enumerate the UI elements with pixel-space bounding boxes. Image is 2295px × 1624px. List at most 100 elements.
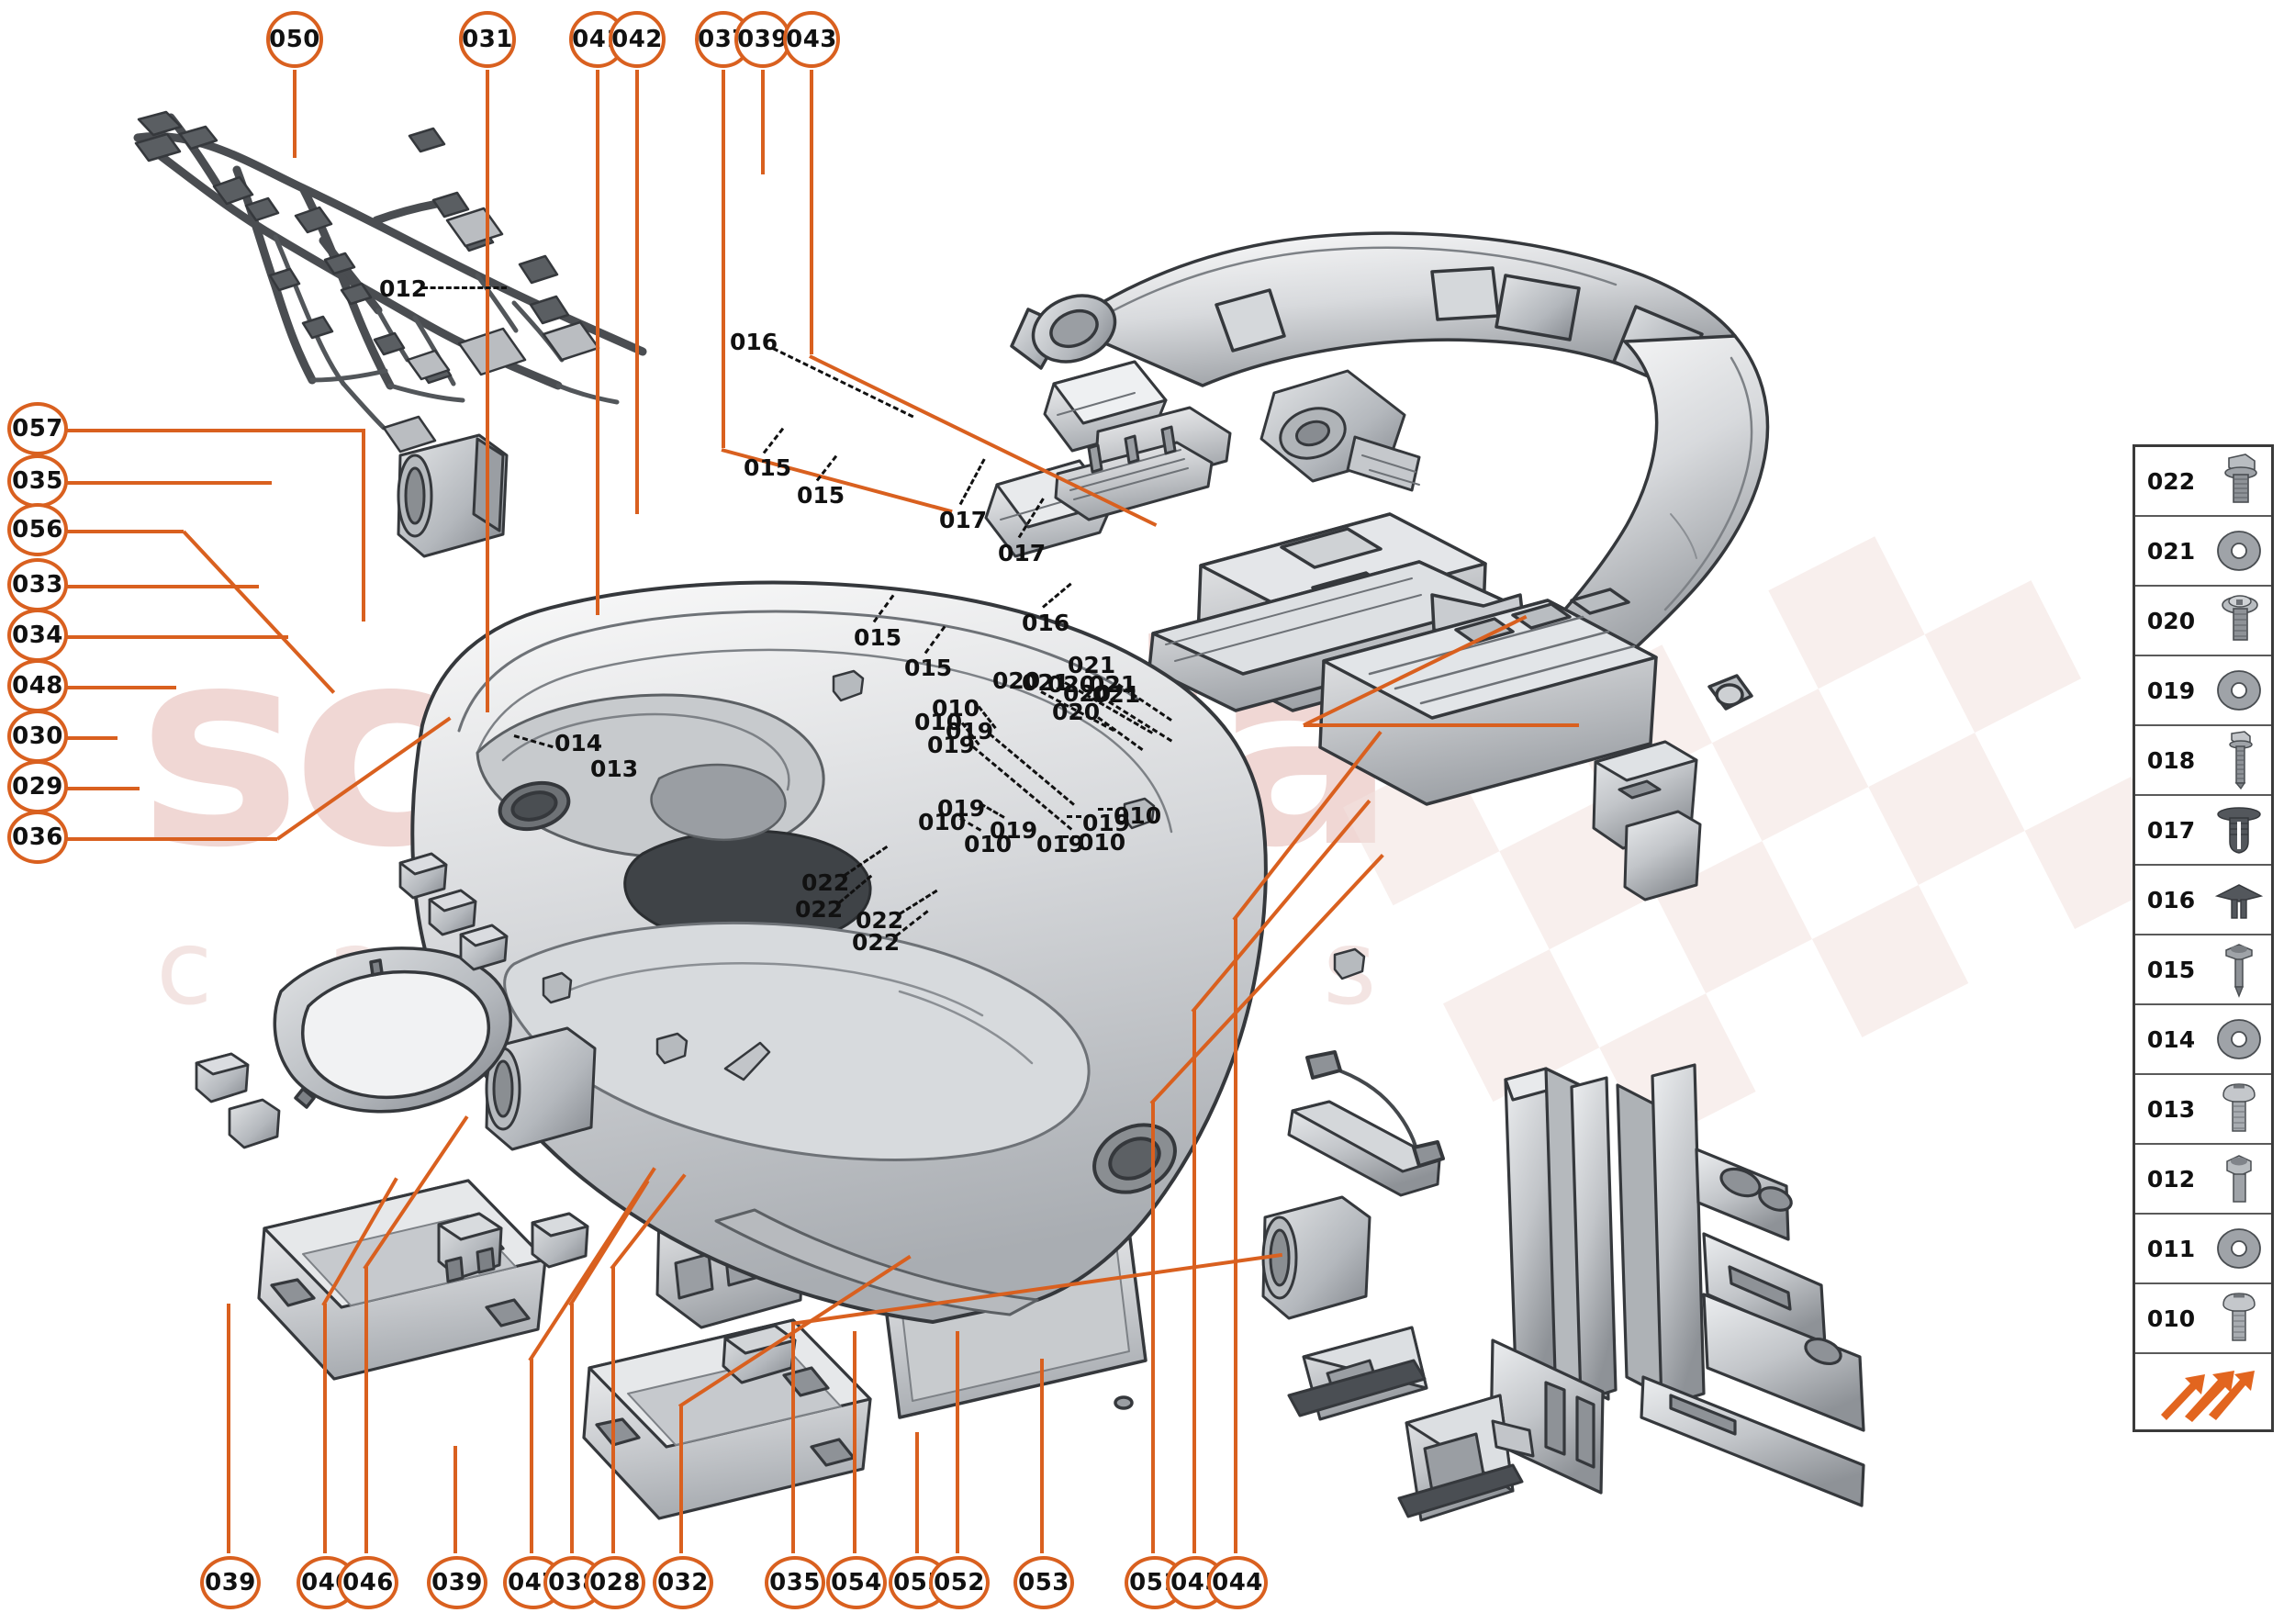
partnum-010-c: 010	[918, 809, 967, 835]
partnum-019-f: 019	[1036, 831, 1085, 857]
legend-row[interactable]: 010	[2135, 1284, 2271, 1354]
partnum-010-e: 010	[964, 831, 1013, 857]
legend-row-number: 019	[2146, 677, 2196, 704]
legend-row[interactable]: 020	[2135, 587, 2271, 656]
callout-052[interactable]: 052	[929, 1556, 990, 1609]
leader-057	[64, 429, 364, 432]
callout-048[interactable]: 048	[7, 659, 68, 712]
dash-010f	[1063, 835, 1078, 838]
partnum-010-b: 010	[914, 709, 963, 735]
legend-row[interactable]: 014	[2135, 1005, 2271, 1075]
callout-046[interactable]: 046	[338, 1556, 398, 1609]
legend-row-number: 020	[2146, 607, 2196, 634]
callout-050[interactable]: 050	[266, 11, 323, 68]
leader-056	[64, 530, 184, 533]
partnum-022-d: 022	[852, 929, 901, 956]
leader-028	[611, 1267, 615, 1553]
callout-053[interactable]: 053	[1013, 1556, 1074, 1609]
callout-036[interactable]: 036	[7, 811, 68, 864]
callout-057[interactable]: 057	[7, 402, 68, 455]
pan-head-screw-icon	[2207, 1284, 2271, 1352]
leader-032	[679, 1405, 683, 1553]
flange-head-screw-icon	[2207, 587, 2271, 655]
long-hex-bolt-icon	[2207, 726, 2271, 794]
callout-056[interactable]: 056	[7, 503, 68, 556]
leader-044	[1234, 918, 1237, 1553]
hex-flange-bolt-icon	[2207, 447, 2271, 515]
leader-047	[530, 1359, 533, 1553]
partnum-021-b: 021	[1022, 669, 1070, 696]
partnum-021-c: 021	[1089, 671, 1137, 698]
leader-041	[596, 70, 599, 615]
partnum-019-a: 019	[946, 718, 994, 745]
leader-036	[64, 837, 277, 841]
callout-044[interactable]: 044	[1207, 1556, 1268, 1609]
flat-washer-icon	[2207, 1215, 2271, 1282]
legend-row[interactable]: 012	[2135, 1145, 2271, 1215]
dash-012	[422, 286, 507, 289]
legend-row[interactable]: 016	[2135, 866, 2271, 935]
callout-029[interactable]: 029	[7, 760, 68, 813]
partnum-022-b: 022	[795, 896, 844, 923]
callout-031[interactable]: 031	[459, 11, 516, 68]
leader-031	[486, 70, 489, 712]
leader-048	[64, 686, 176, 689]
flat-washer-icon	[2207, 517, 2271, 585]
leader-039-bc	[453, 1446, 457, 1553]
partnum-017-b: 017	[998, 540, 1047, 566]
callout-035-bottom[interactable]: 035	[765, 1556, 825, 1609]
legend-row-number: 012	[2146, 1165, 2196, 1193]
partnum-010-f: 010	[1078, 829, 1126, 856]
leader-035-b	[791, 1322, 795, 1553]
legend-row-arrow[interactable]	[2135, 1354, 2271, 1429]
legend-row[interactable]: 013	[2135, 1075, 2271, 1145]
callout-054[interactable]: 054	[826, 1556, 887, 1609]
partnum-020-d: 020	[1052, 699, 1101, 725]
legend-row[interactable]: 017	[2135, 796, 2271, 866]
legend-row[interactable]: 011	[2135, 1215, 2271, 1284]
callout-030[interactable]: 030	[7, 710, 68, 763]
partnum-021-a: 021	[1068, 652, 1116, 678]
legend-row-number: 017	[2146, 816, 2196, 844]
leader-045	[1192, 1010, 1196, 1553]
callout-035-left[interactable]: 035	[7, 454, 68, 508]
leader-033	[64, 585, 259, 588]
callout-034[interactable]: 034	[7, 609, 68, 662]
legend-row[interactable]: 022	[2135, 447, 2271, 517]
leader-055	[915, 1432, 919, 1553]
dash-019e	[1067, 815, 1081, 818]
push-rivet-clip-icon	[2207, 796, 2271, 864]
flat-washer-icon	[2207, 656, 2271, 724]
partnum-015-d: 015	[904, 655, 953, 681]
callout-039-bc[interactable]: 039	[427, 1556, 487, 1609]
legend-row[interactable]: 021	[2135, 517, 2271, 587]
leader-043	[810, 70, 813, 354]
legend-row[interactable]: 019	[2135, 656, 2271, 726]
leader-046	[364, 1267, 368, 1553]
legend-row[interactable]: 015	[2135, 935, 2271, 1005]
leader-038	[570, 1304, 574, 1553]
flat-washer-icon	[2207, 1005, 2271, 1073]
leader-039-top	[761, 70, 765, 174]
torx-head-bolt-icon	[2207, 1145, 2271, 1213]
partnum-022-a: 022	[801, 869, 850, 896]
leader-040	[323, 1304, 327, 1553]
partnum-019-e: 019	[1082, 810, 1131, 836]
leader-052	[956, 1331, 959, 1553]
partnum-012: 012	[379, 275, 428, 302]
legend-row-number: 021	[2146, 537, 2196, 565]
leader-039-bl	[227, 1304, 230, 1553]
callout-033[interactable]: 033	[7, 558, 68, 611]
legend-row-number: 016	[2146, 886, 2196, 913]
partnum-016-a: 016	[730, 329, 778, 355]
callout-032[interactable]: 032	[653, 1556, 713, 1609]
partnum-021-d: 021	[1092, 681, 1141, 708]
callout-043[interactable]: 043	[783, 11, 840, 68]
leader-054	[853, 1331, 856, 1553]
pointed-flange-screw-icon	[2207, 935, 2271, 1003]
legend-row[interactable]: 018	[2135, 726, 2271, 796]
leader-042	[635, 70, 639, 514]
callout-028[interactable]: 028	[585, 1556, 645, 1609]
callout-042[interactable]: 042	[609, 11, 666, 68]
callout-039-bl[interactable]: 039	[200, 1556, 261, 1609]
